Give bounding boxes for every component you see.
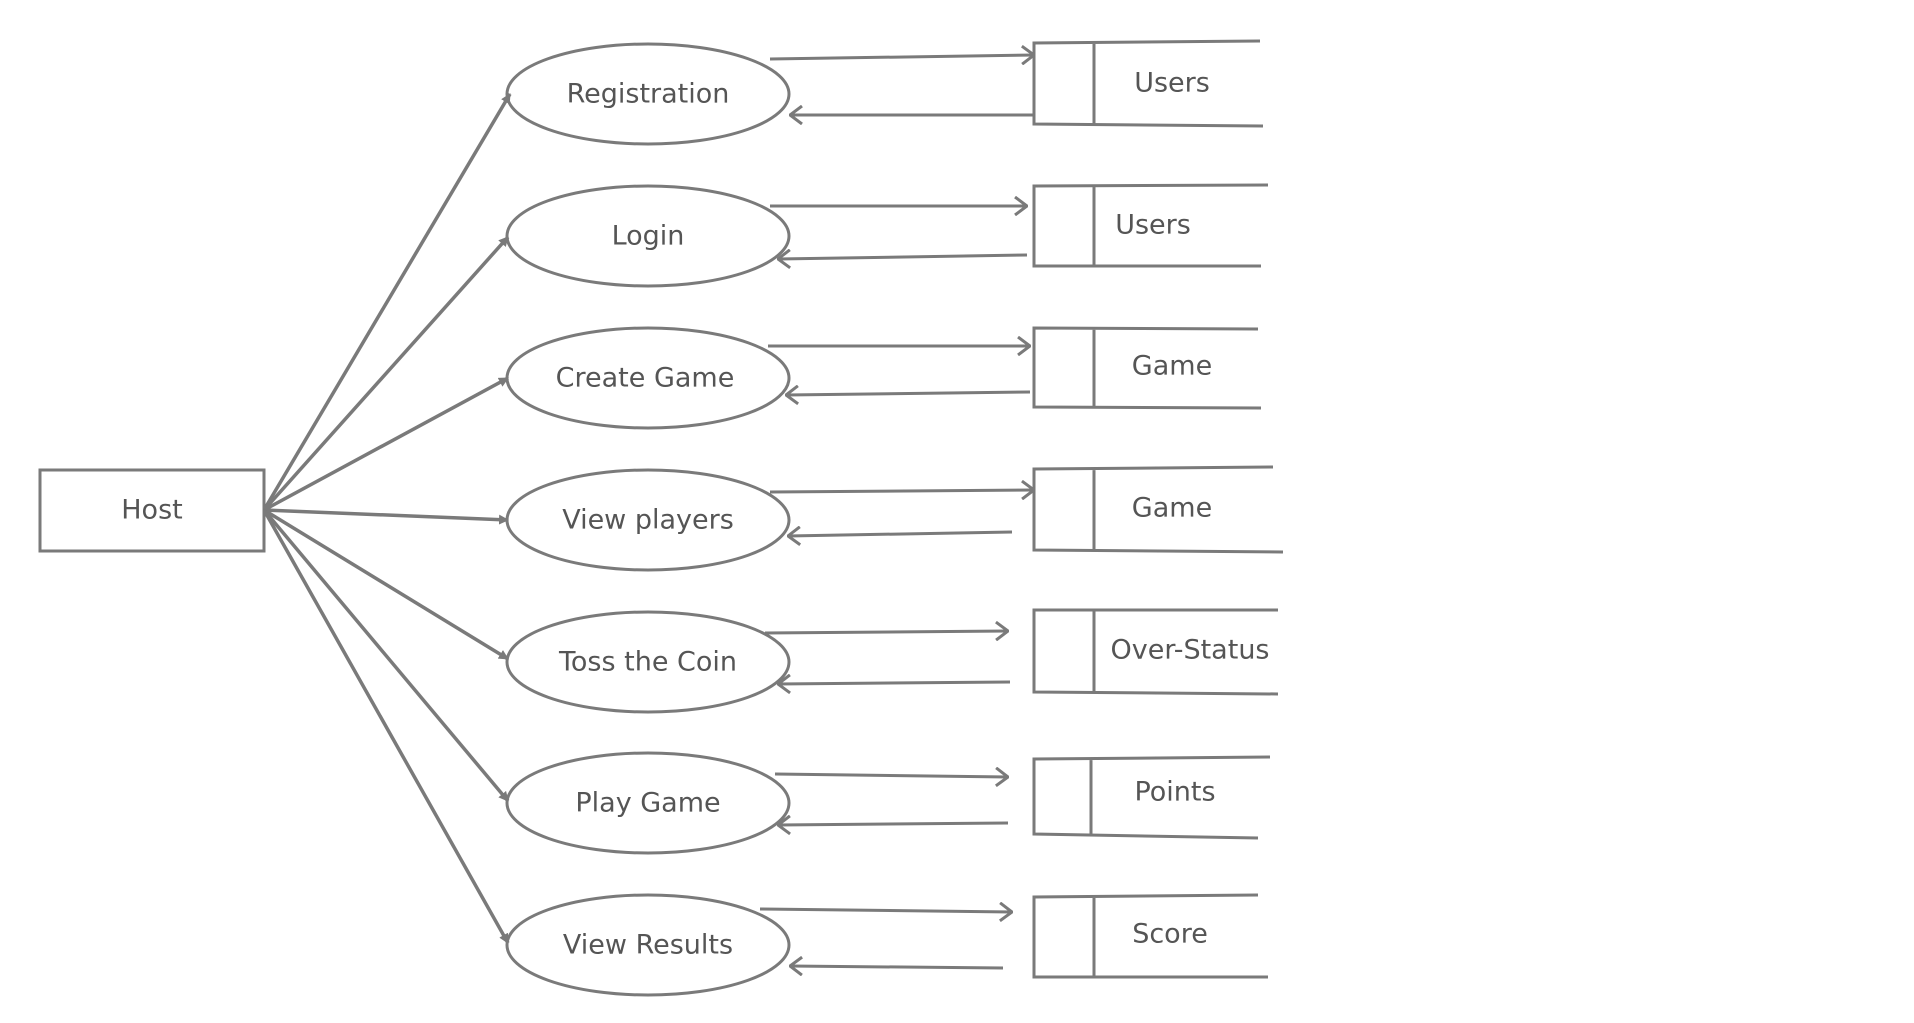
connector-toss-coin	[263, 508, 509, 661]
write-flow-arrow	[774, 774, 1008, 777]
process-label: Registration	[567, 79, 730, 110]
connector-login	[262, 235, 510, 512]
connector-play-game	[262, 508, 510, 803]
read-flow-arrow	[786, 392, 1031, 395]
datastore-outline	[1032, 893, 1268, 979]
datastore-game: Game	[1032, 465, 1284, 554]
datastore-outline	[1032, 39, 1264, 128]
process-label: Play Game	[575, 788, 720, 819]
process-label: Create Game	[556, 363, 735, 394]
datastore-outline	[1032, 608, 1279, 696]
host-label: Host	[121, 495, 182, 526]
process-bubble	[505, 468, 791, 572]
host-entity: Host	[38, 468, 266, 553]
connector-create-game	[263, 376, 509, 512]
read-flow-arrow	[788, 532, 1013, 536]
datastore-users: Users	[1032, 183, 1269, 268]
write-flow-arrow	[759, 909, 1012, 912]
process-registration: Registration	[505, 42, 1034, 146]
process-play-game: Play Game	[505, 751, 1009, 855]
datastore-label: Users	[1134, 68, 1210, 99]
process-view-players: View players	[505, 468, 1034, 572]
datastore-game: Game	[1032, 326, 1262, 410]
write-flow-arrow	[764, 631, 1008, 633]
process-bubble	[505, 751, 791, 855]
read-flow-arrow	[778, 823, 1009, 825]
read-flow-arrow	[778, 255, 1028, 259]
datastore-label: Over-Status	[1111, 635, 1270, 666]
process-label: Toss the Coin	[558, 647, 737, 678]
datastore-label: Game	[1132, 493, 1212, 524]
datastore-outline	[1032, 183, 1269, 268]
write-flow-arrow	[769, 55, 1034, 59]
process-create-game: Create Game	[505, 326, 1031, 430]
process-label: Login	[612, 221, 685, 252]
connector-view-players	[263, 508, 509, 525]
read-flow-arrow	[790, 966, 1004, 968]
datastore-outline	[1032, 326, 1262, 410]
process-toss-the-coin: Toss the Coin	[505, 610, 1011, 714]
process-login: Login	[505, 184, 1028, 288]
process-view-results: View Results	[505, 893, 1012, 997]
connector-view-results	[262, 509, 510, 944]
process-bubble	[505, 42, 791, 146]
connector-registration	[262, 93, 512, 511]
datastore-score: Score	[1032, 893, 1268, 979]
read-flow-arrow	[778, 682, 1011, 684]
datastore-label: Users	[1115, 210, 1191, 241]
process-label: View players	[562, 505, 734, 536]
datastore-label: Score	[1132, 919, 1208, 950]
datastore-label: Points	[1134, 777, 1215, 808]
process-bubble	[505, 610, 791, 714]
process-bubble	[505, 326, 791, 430]
datastore-label: Game	[1132, 351, 1212, 382]
process-bubble	[505, 893, 791, 997]
write-flow-arrow	[769, 490, 1034, 492]
host-connectors	[262, 93, 512, 944]
datastore-points: Points	[1032, 755, 1271, 840]
datastore-outline	[1032, 465, 1284, 554]
process-label: View Results	[563, 930, 733, 961]
datastore-over-status: Over-Status	[1032, 608, 1279, 696]
process-bubble	[505, 184, 791, 288]
datastore-outline	[1032, 755, 1271, 840]
datastore-users: Users	[1032, 39, 1264, 128]
